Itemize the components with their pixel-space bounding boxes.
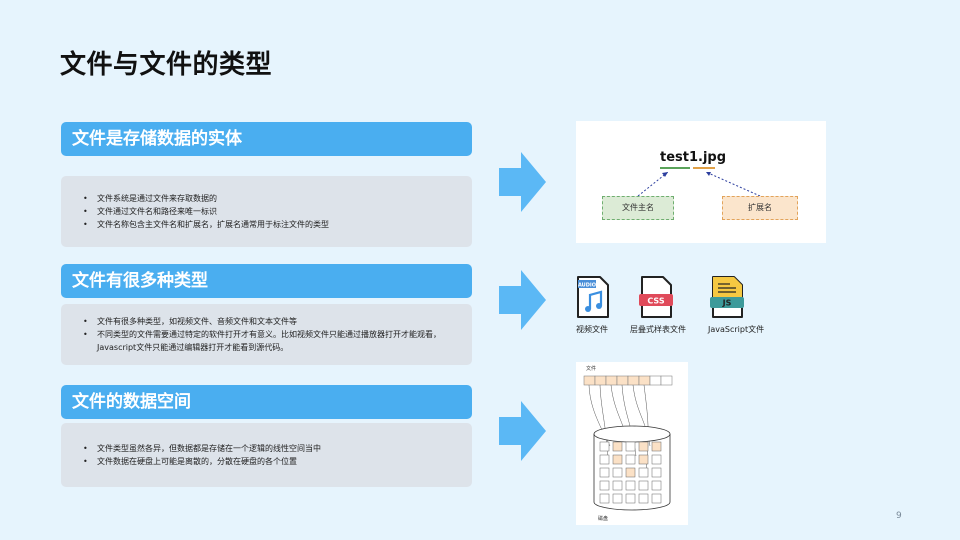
section-heading-types: 文件有很多种类型 bbox=[61, 264, 472, 298]
js-icon-label: JS bbox=[722, 299, 732, 308]
filename-text: test1.jpg bbox=[660, 150, 727, 165]
filename-diagram: test1.jpg 文件主名 扩展名 bbox=[576, 121, 826, 243]
css-icon-label: CSS bbox=[647, 297, 664, 306]
disk-illustration: 文件 bbox=[583, 365, 673, 522]
right-arrow-icon bbox=[499, 270, 546, 330]
audio-file-icon: AUDIO bbox=[577, 276, 609, 318]
bullet-item: 文件系统是通过文件来存取数据的 bbox=[83, 192, 460, 205]
disk-label: 磁盘 bbox=[598, 515, 608, 522]
css-file-icon: CSS bbox=[639, 276, 673, 318]
bullet-list: 文件系统是通过文件来存取数据的 文件通过文件名和路径来唯一标识 文件名称包含主文… bbox=[83, 192, 460, 231]
bullet-list: 文件有很多种类型，如视频文件、音频文件和文本文件等 不同类型的文件需要通过特定的… bbox=[83, 315, 460, 354]
bullet-item: 文件类型虽然各异，但数据都是存储在一个逻辑的线性空间当中 bbox=[83, 442, 460, 455]
extension-box: 扩展名 bbox=[722, 196, 798, 220]
bullet-item: 文件有很多种类型，如视频文件、音频文件和文本文件等 bbox=[83, 315, 460, 328]
disk-space-diagram: 文件 bbox=[576, 362, 688, 525]
file-label: 文件 bbox=[586, 365, 596, 372]
right-arrow-icon bbox=[499, 152, 546, 212]
dotted-arrows bbox=[637, 171, 761, 197]
bullet-item: 文件数据在硬盘上可能是离散的，分散在硬盘的各个位置 bbox=[83, 455, 460, 468]
section-body-storage: 文件系统是通过文件来存取数据的 文件通过文件名和路径来唯一标识 文件名称包含主文… bbox=[61, 176, 472, 247]
page-number: 9 bbox=[896, 511, 902, 521]
section-heading-storage: 文件是存储数据的实体 bbox=[61, 122, 472, 156]
audio-icon-label: AUDIO bbox=[578, 283, 596, 289]
extension-underline bbox=[693, 167, 715, 169]
file-type-label: 视频文件 bbox=[576, 325, 608, 334]
file-type-label: JavaScript文件 bbox=[708, 325, 765, 334]
section-body-data-space: 文件类型虽然各异，但数据都是存储在一个逻辑的线性空间当中 文件数据在硬盘上可能是… bbox=[61, 423, 472, 487]
section-heading-data-space: 文件的数据空间 bbox=[61, 385, 472, 419]
bullet-item: 不同类型的文件需要通过特定的软件打开才有意义。比如视频文件只能通过播放器打开才能… bbox=[83, 328, 460, 354]
main-name-box: 文件主名 bbox=[602, 196, 674, 220]
bullet-item: 文件名称包含主文件名和扩展名，扩展名通常用于标注文件的类型 bbox=[83, 218, 460, 231]
javascript-file-icon: JS bbox=[710, 276, 744, 318]
disk-block-grid bbox=[599, 441, 662, 504]
section-body-types: 文件有很多种类型，如视频文件、音频文件和文本文件等 不同类型的文件需要通过特定的… bbox=[61, 304, 472, 365]
bullet-item: 文件通过文件名和路径来唯一标识 bbox=[83, 205, 460, 218]
bullet-list: 文件类型虽然各异，但数据都是存储在一个逻辑的线性空间当中 文件数据在硬盘上可能是… bbox=[83, 442, 460, 468]
file-type-label: 层叠式样表文件 bbox=[630, 325, 686, 334]
right-arrow-icon bbox=[499, 401, 546, 461]
main-name-underline bbox=[660, 167, 690, 169]
slide-title: 文件与文件的类型 bbox=[60, 50, 273, 80]
file-block-row bbox=[583, 375, 673, 386]
